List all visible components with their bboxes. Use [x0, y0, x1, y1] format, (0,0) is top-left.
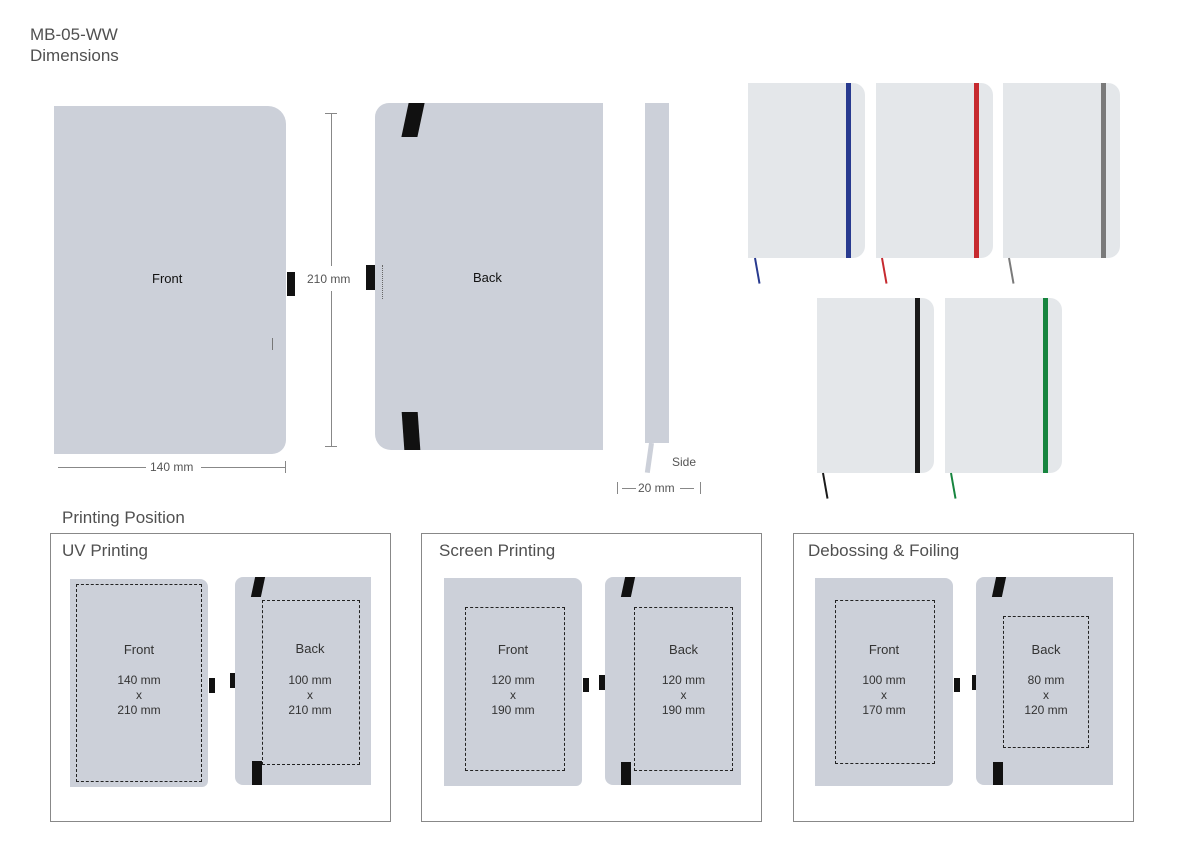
- elastic-band-grey: [1101, 83, 1106, 258]
- width-dimension-label: 140 mm: [150, 460, 194, 474]
- elastic-band-bottom: [993, 762, 1003, 785]
- elastic-band-black: [915, 298, 920, 473]
- print-height: 170 mm: [862, 703, 906, 717]
- elastic-band-bottom: [252, 761, 262, 785]
- product-code: MB-05-WW: [30, 25, 118, 44]
- front-cover-image: Front 120 mm x 190 mm: [444, 578, 582, 786]
- back-label: Back: [473, 270, 502, 285]
- back-label: Back: [669, 642, 698, 657]
- ribbon-red: [881, 257, 888, 284]
- stitch-mark: [382, 265, 383, 299]
- elastic-band-top: [991, 577, 1007, 597]
- elastic-band-bottom: [621, 762, 631, 785]
- panel-screen-printing: Screen Printing Front 120 mm x 190 mm Ba…: [421, 533, 762, 822]
- print-area: [1003, 616, 1089, 748]
- subtitle: Dimensions: [30, 46, 119, 65]
- front-cover-image: Front 140 mm x 210 mm: [70, 579, 208, 787]
- height-dimension-label: 210 mm: [307, 272, 351, 286]
- back-label: Back: [1031, 642, 1061, 657]
- pen-loop-icon: [209, 678, 215, 693]
- elastic-band-blue: [846, 83, 851, 258]
- pen-loop-icon: [954, 678, 960, 692]
- height-dimension-line: [331, 291, 332, 446]
- ribbon-blue: [754, 257, 761, 284]
- bookmark-ribbon: [644, 442, 654, 474]
- elastic-band-top: [250, 577, 266, 597]
- print-width: 120 mm: [491, 673, 535, 687]
- width-dimension-tick: [285, 461, 286, 473]
- print-area: [634, 607, 733, 771]
- thickness-tick: [617, 482, 618, 494]
- height-dimension-tick: [325, 446, 337, 447]
- print-height: 210 mm: [288, 703, 332, 717]
- front-label: Front: [123, 642, 155, 657]
- front-cover-image: Front 100 mm x 170 mm: [815, 578, 953, 786]
- pen-loop-icon: [599, 675, 605, 690]
- print-width: 100 mm: [862, 673, 906, 687]
- print-x: x: [680, 688, 687, 702]
- method-title: Screen Printing: [439, 541, 556, 560]
- print-x: x: [307, 688, 313, 702]
- elastic-band-top: [620, 577, 636, 597]
- thickness-line: [622, 488, 636, 489]
- print-height: 120 mm: [1024, 703, 1068, 717]
- ribbon-black: [822, 472, 829, 499]
- color-option-blue[interactable]: [748, 83, 865, 258]
- thickness-label: 20 mm: [638, 481, 675, 495]
- front-cover-image: Front: [54, 106, 286, 454]
- print-x: x: [881, 688, 887, 702]
- color-option-grey[interactable]: [1003, 83, 1120, 258]
- elastic-band-top: [401, 103, 425, 137]
- print-height: 190 mm: [491, 703, 535, 717]
- pen-loop-mark: [272, 338, 273, 350]
- color-option-black[interactable]: [817, 298, 934, 473]
- print-area: [76, 584, 202, 782]
- side-view-image: [645, 103, 669, 443]
- print-width: 120 mm: [661, 673, 706, 687]
- color-option-green[interactable]: [945, 298, 1062, 473]
- ribbon-green: [950, 472, 957, 499]
- print-area: [262, 600, 360, 765]
- printing-position-title: Printing Position: [62, 508, 185, 527]
- print-width: 80 mm: [1027, 673, 1065, 687]
- print-x: x: [510, 688, 516, 702]
- back-cover-image: Back 100 mm x 210 mm: [235, 577, 371, 785]
- pen-loop-icon: [366, 265, 375, 290]
- elastic-band-red: [974, 83, 979, 258]
- print-area: [835, 600, 935, 764]
- height-dimension-line: [331, 113, 332, 266]
- side-label: Side: [672, 455, 697, 469]
- thickness-tick: [700, 482, 701, 494]
- print-height: 210 mm: [117, 703, 161, 717]
- page-title: MB-05-WW Dimensions: [30, 24, 119, 66]
- back-cover-image: Back 120 mm x 190 mm: [605, 577, 741, 785]
- panel-debossing-foiling: Debossing & Foiling Front 100 mm x 170 m…: [793, 533, 1134, 822]
- print-area: [465, 607, 565, 771]
- print-x: x: [136, 688, 142, 702]
- width-dimension-line: [58, 467, 146, 468]
- front-label: Front: [497, 642, 529, 657]
- back-cover-image: Back 80 mm x 120 mm: [976, 577, 1113, 785]
- print-height: 190 mm: [661, 703, 706, 717]
- pen-loop-icon: [972, 675, 978, 690]
- panel-uv-printing: UV Printing Front 140 mm x 210 mm Back 1…: [50, 533, 391, 822]
- elastic-band-bottom: [401, 412, 421, 450]
- back-cover-image: Back: [375, 103, 603, 450]
- method-title: Debossing & Foiling: [808, 541, 960, 560]
- pen-loop-icon: [230, 673, 236, 688]
- elastic-band-green: [1043, 298, 1048, 473]
- front-label: Front: [152, 271, 183, 286]
- method-title: UV Printing: [62, 541, 148, 560]
- color-option-red[interactable]: [876, 83, 993, 258]
- print-x: x: [1043, 688, 1049, 702]
- pen-loop-icon: [287, 272, 295, 296]
- thickness-line: [680, 488, 694, 489]
- width-dimension-line: [201, 467, 285, 468]
- pen-loop-icon: [583, 678, 589, 692]
- back-label: Back: [295, 641, 325, 656]
- front-label: Front: [868, 642, 900, 657]
- print-width: 140 mm: [117, 673, 161, 687]
- ribbon-grey: [1008, 257, 1015, 284]
- print-width: 100 mm: [288, 673, 332, 687]
